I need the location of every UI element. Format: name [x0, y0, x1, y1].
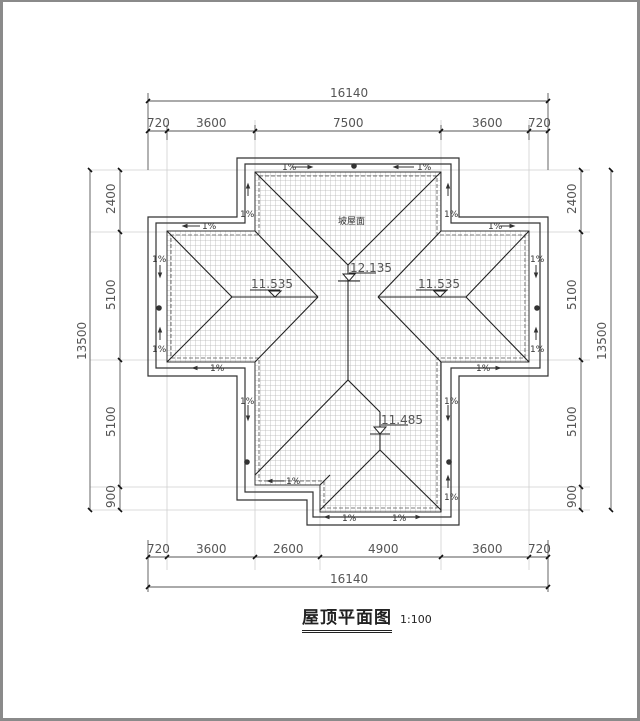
svg-text:1%: 1% — [342, 514, 357, 524]
svg-text:1%: 1% — [444, 493, 459, 503]
hip-ridge-lines — [166, 171, 530, 512]
right-dimension-lines — [580, 170, 612, 510]
dim-top-total: 16140 — [330, 86, 368, 100]
bottom-dimension-ticks — [145, 554, 551, 590]
svg-text:1%: 1% — [152, 345, 167, 355]
svg-text:1%: 1% — [240, 210, 255, 220]
elevation-lower-gable: 11.485 — [381, 413, 423, 427]
dim-right-1: 2400 — [565, 183, 579, 214]
top-dimension-lines — [147, 93, 549, 170]
dim-top-2: 3600 — [196, 116, 227, 130]
eave-dashes — [170, 175, 526, 509]
dim-right-3: 5100 — [565, 406, 579, 437]
dim-right-4: 900 — [565, 485, 579, 508]
drawing-title-block: 屋顶平面图 1:100 — [302, 603, 432, 633]
drawing-scale: 1:100 — [400, 613, 432, 626]
dim-bottom-total: 16140 — [330, 572, 368, 586]
drain-icons — [156, 163, 540, 465]
dim-bottom-2: 3600 — [196, 542, 227, 556]
drawing-title: 屋顶平面图 — [302, 603, 392, 633]
svg-text:1%: 1% — [530, 345, 545, 355]
dim-left-2: 5100 — [104, 279, 118, 310]
svg-text:1%: 1% — [444, 210, 459, 220]
dim-left-1: 2400 — [104, 183, 118, 214]
gutter-outline — [147, 157, 549, 526]
svg-text:1%: 1% — [488, 222, 503, 232]
svg-text:1%: 1% — [282, 163, 297, 173]
dim-right-total: 13500 — [595, 322, 609, 360]
dim-bottom-3: 2600 — [273, 542, 304, 556]
svg-text:1%: 1% — [240, 397, 255, 407]
svg-text:1%: 1% — [530, 255, 545, 265]
dim-top-5: 720 — [528, 116, 551, 130]
elevation-ridge-center: 12.135 — [350, 261, 392, 275]
dim-top-1: 720 — [147, 116, 170, 130]
right-dimension-ticks — [578, 167, 614, 513]
svg-text:1%: 1% — [286, 477, 301, 487]
svg-text:1%: 1% — [392, 514, 407, 524]
left-dimension-lines — [89, 170, 121, 510]
dim-bottom-6: 720 — [528, 542, 551, 556]
dim-bottom-1: 720 — [147, 542, 170, 556]
elevation-left-wing: 11.535 — [251, 277, 293, 291]
svg-text:1%: 1% — [210, 364, 225, 374]
svg-text:1%: 1% — [444, 397, 459, 407]
svg-text:1%: 1% — [202, 222, 217, 232]
dim-top-3: 7500 — [333, 116, 364, 130]
roof-label: 坡屋面 — [338, 215, 365, 227]
dim-bottom-5: 3600 — [472, 542, 503, 556]
top-dimension-ticks — [145, 98, 551, 134]
slope-arrows — [157, 164, 539, 520]
dim-right-2: 5100 — [565, 279, 579, 310]
dim-top-4: 3600 — [472, 116, 503, 130]
elevation-markers — [250, 272, 448, 435]
svg-text:1%: 1% — [417, 163, 432, 173]
svg-text:1%: 1% — [476, 364, 491, 374]
slope-labels: 1% 1% 1% 1% 1% 1% 1% 1% 1% 1% 1% 1% 1% 1… — [152, 163, 545, 524]
left-dimension-ticks — [87, 167, 123, 513]
dim-bottom-4: 4900 — [368, 542, 399, 556]
dim-left-4: 900 — [104, 485, 118, 508]
bottom-dimension-lines — [147, 540, 549, 592]
svg-text:1%: 1% — [152, 255, 167, 265]
dim-left-3: 5100 — [104, 406, 118, 437]
dim-left-total: 13500 — [75, 322, 89, 360]
elevation-right-wing: 11.535 — [418, 277, 460, 291]
